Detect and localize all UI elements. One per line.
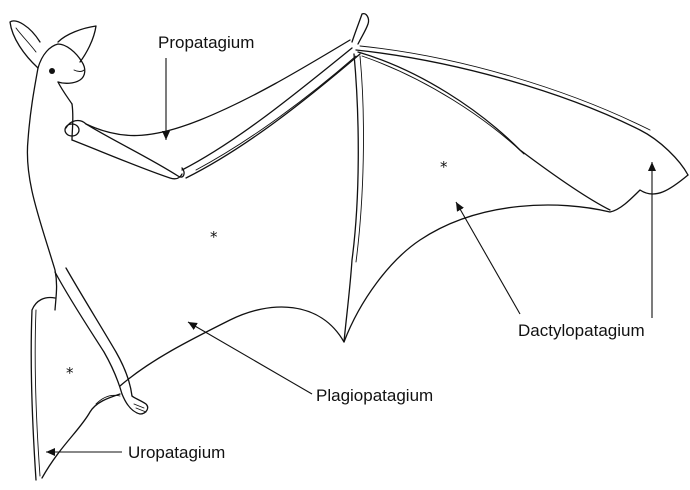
thumb — [352, 14, 369, 44]
label-dactylopatagium: Dactylopatagium — [518, 321, 645, 340]
label-uropatagium: Uropatagium — [128, 443, 225, 462]
arrow-plagiopatagium — [188, 322, 312, 394]
tail-calcar — [31, 298, 55, 481]
plagiopatagium-marker: * — [210, 228, 218, 246]
arrow-dactylopatagium-inner — [456, 202, 520, 314]
bat-leg — [55, 268, 148, 414]
propatagium-edge — [86, 40, 350, 136]
label-plagiopatagium: Plagiopatagium — [316, 386, 433, 405]
bat-head — [10, 21, 96, 104]
dactylopatagium-marker: * — [440, 158, 448, 176]
uropatagium-marker: * — [66, 364, 74, 382]
bat-arm — [65, 48, 360, 179]
eye — [49, 68, 55, 74]
uropatagium-edge — [42, 394, 120, 478]
bat-body — [27, 68, 73, 310]
label-propatagium: Propatagium — [158, 33, 254, 52]
